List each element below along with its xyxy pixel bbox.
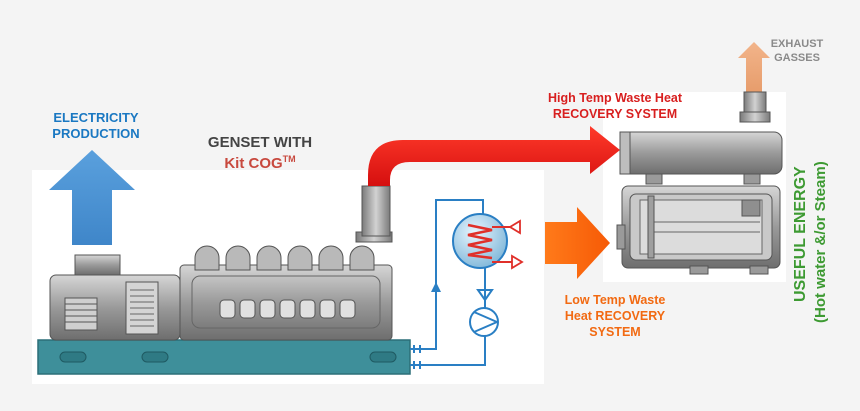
kitcog-text: Kit COG [224, 155, 283, 172]
generator-icon [49, 254, 181, 341]
useful-energy-line1: USEFUL ENERGY [792, 166, 809, 302]
pump-icon [469, 307, 499, 337]
electricity-arrow-icon [49, 150, 135, 245]
genset-title: GENSET WITH [207, 134, 313, 151]
electricity-label-line1: ELECTRICITY [53, 110, 139, 125]
water-loop [410, 199, 494, 369]
high-temp-label-line2: RECOVERY SYSTEM [552, 107, 678, 121]
useful-energy-label: USEFUL ENERGY (Hot water &/or Steam) [790, 0, 850, 411]
high-temp-pipe-arrow [368, 126, 620, 186]
heat-exchanger-icon [452, 213, 524, 270]
low-temp-arrow [545, 207, 610, 279]
useful-energy-line2: (Hot water &/or Steam) [812, 161, 829, 323]
low-temp-label-line2: Heat RECOVERY [564, 309, 666, 323]
kitcog-label: Kit COGTM [190, 154, 330, 172]
exhaust-stack [355, 185, 393, 243]
skid-base [37, 339, 411, 375]
engine-icon [179, 245, 393, 341]
exhaust-arrow-icon [738, 42, 770, 92]
low-temp-label-line3: SYSTEM [589, 325, 641, 339]
exhaust-label-line1: EXHAUST [770, 38, 824, 50]
trademark-mark: TM [282, 154, 296, 164]
electricity-label-line2: PRODUCTION [52, 126, 140, 141]
exhaust-label-line2: GASSES [774, 52, 820, 64]
high-temp-label-line1: High Temp Waste Heat [547, 91, 683, 105]
low-temp-label-line1: Low Temp Waste [564, 293, 666, 307]
boiler-icon [616, 91, 783, 275]
